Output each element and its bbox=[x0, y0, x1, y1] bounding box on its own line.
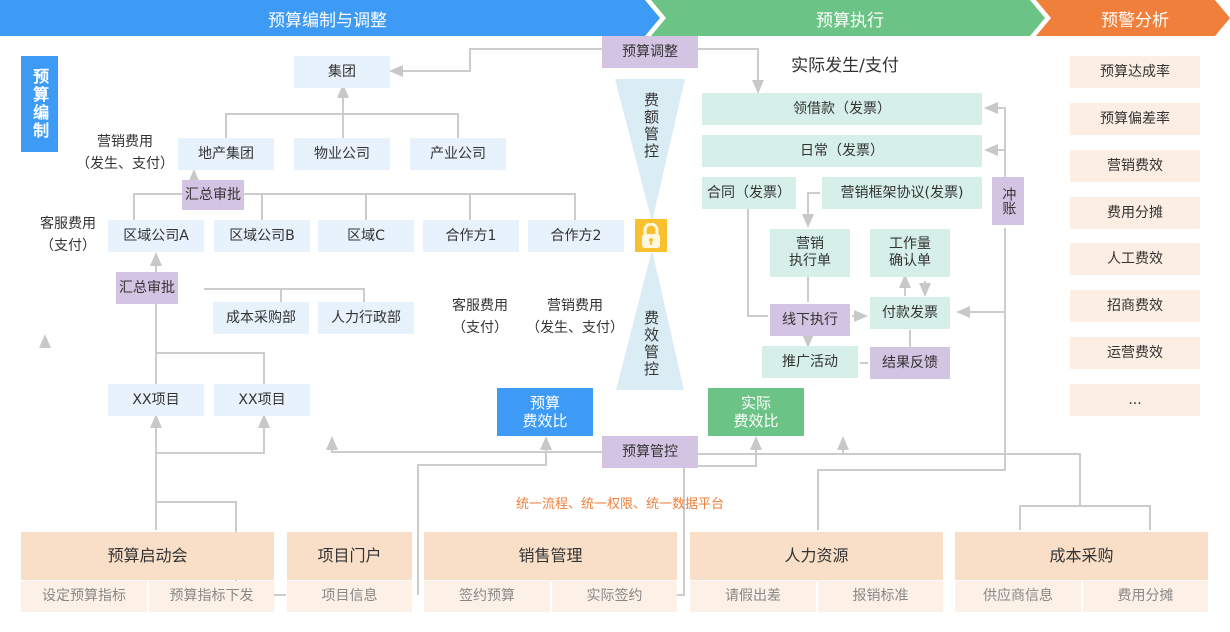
node-industry[interactable]: 产业公司 bbox=[410, 138, 506, 170]
alert-item[interactable]: 预算偏差率 bbox=[1070, 103, 1200, 135]
exec-payment-invoice[interactable]: 付款发票 bbox=[870, 297, 950, 329]
execution-title: 实际发生/支付 bbox=[791, 56, 899, 76]
marketing-cost-note: 营销费用 （发生、支付） bbox=[76, 134, 174, 172]
module-sub-item[interactable]: 设定预算指标 bbox=[21, 581, 147, 612]
node-group[interactable]: 集团 bbox=[294, 56, 390, 88]
module-sub-item[interactable]: 签约预算 bbox=[424, 581, 550, 612]
exec-promotion[interactable]: 推广活动 bbox=[762, 346, 858, 378]
connector-contract-to-offline bbox=[747, 209, 768, 317]
stage-compile[interactable]: 预算编制与调整 bbox=[268, 10, 387, 31]
connector-projects-bar bbox=[156, 352, 265, 386]
module-human-resources[interactable]: 人力资源 bbox=[690, 532, 943, 580]
module-sub-item[interactable]: 费用分摊 bbox=[1083, 581, 1208, 612]
compile-side-label: 预算编制 bbox=[21, 56, 58, 152]
exec-marketing-order[interactable]: 营销 执行单 bbox=[770, 229, 850, 277]
service-cost-note: 客服费用 （支付） bbox=[40, 216, 96, 254]
lock-icon[interactable] bbox=[635, 219, 667, 252]
connector-control-left bbox=[326, 436, 602, 453]
connector-offset-to-loan bbox=[984, 102, 1006, 196]
exec-contract[interactable]: 合同（发票） bbox=[702, 177, 796, 209]
module-sub-item[interactable]: 项目信息 bbox=[287, 581, 412, 612]
unified-platform-note: 统一流程、统一权限、统一数据平台 bbox=[515, 497, 724, 512]
exec-daily[interactable]: 日常（发票） bbox=[702, 135, 982, 167]
alert-item[interactable]: 运营费效 bbox=[1070, 337, 1200, 369]
alert-item[interactable]: 营销费效 bbox=[1070, 150, 1200, 182]
exec-feedback[interactable]: 结果反馈 bbox=[870, 347, 950, 379]
stage-alert[interactable]: 预警分析 bbox=[1101, 10, 1169, 31]
connector-level3-bar bbox=[133, 193, 576, 222]
connector-bottom-to-project-b bbox=[156, 414, 270, 454]
node-partner-1[interactable]: 合作方1 bbox=[423, 220, 519, 252]
node-project-a[interactable]: XX项目 bbox=[108, 384, 204, 416]
exec-framework-agreement[interactable]: 营销框架协议(发票) bbox=[822, 177, 982, 209]
node-hr-admin[interactable]: 人力行政部 bbox=[318, 302, 414, 334]
exec-offline[interactable]: 线下执行 bbox=[770, 304, 850, 336]
node-region-b[interactable]: 区域公司B bbox=[214, 220, 310, 252]
alert-item[interactable]: 人工费效 bbox=[1070, 243, 1200, 275]
alert-item[interactable]: 预算达成率 bbox=[1070, 56, 1200, 88]
node-cost-procurement[interactable]: 成本采购部 bbox=[213, 302, 309, 334]
actual-efficiency-ratio[interactable]: 实际 费效比 bbox=[708, 388, 804, 436]
connector-dept-bar bbox=[204, 288, 365, 302]
module-budget-kickoff[interactable]: 预算启动会 bbox=[21, 532, 274, 580]
mid-service-note: 客服费用 （支付） bbox=[452, 298, 508, 336]
alert-item[interactable]: 费用分摊 bbox=[1070, 197, 1200, 229]
stage-banner-compile-shape bbox=[0, 0, 660, 36]
node-project-b[interactable]: XX项目 bbox=[214, 384, 310, 416]
node-region-c[interactable]: 区域C bbox=[318, 220, 414, 252]
lock-glyph bbox=[642, 222, 660, 248]
exec-loan[interactable]: 领借款（发票） bbox=[702, 93, 982, 125]
connector-cost-bar bbox=[1080, 505, 1151, 530]
module-cost-procurement[interactable]: 成本采购 bbox=[955, 532, 1208, 580]
module-sub-item[interactable]: 实际签约 bbox=[552, 581, 677, 612]
connector-adjust-to-loan bbox=[698, 48, 764, 94]
amount-control-label: 费额管控 bbox=[642, 92, 660, 160]
connector-adjust-to-group bbox=[389, 48, 602, 77]
stage-execute[interactable]: 预算执行 bbox=[816, 10, 884, 31]
node-region-a[interactable]: 区域公司A bbox=[108, 220, 204, 252]
connector-level3-drops bbox=[261, 194, 471, 222]
approval-summary-2[interactable]: 汇总审批 bbox=[116, 272, 178, 304]
node-partner-2[interactable]: 合作方2 bbox=[528, 220, 624, 252]
connector-sales-to-budget-ratio bbox=[417, 436, 552, 595]
stage-banner-execute-shape bbox=[651, 0, 1045, 36]
module-sub-item[interactable]: 请假出差 bbox=[690, 581, 816, 612]
budget-control[interactable]: 预算管控 bbox=[602, 436, 698, 468]
budget-adjust[interactable]: 预算调整 bbox=[602, 36, 698, 68]
node-real-estate[interactable]: 地产集团 bbox=[178, 138, 274, 170]
alert-item[interactable]: 招商费效 bbox=[1070, 290, 1200, 322]
stage-banner-alert-shape bbox=[1036, 0, 1230, 36]
budget-efficiency-ratio[interactable]: 预算 费效比 bbox=[497, 388, 593, 436]
exec-workload-confirm[interactable]: 工作量 确认单 bbox=[870, 229, 950, 277]
node-property[interactable]: 物业公司 bbox=[294, 138, 390, 170]
module-sub-item[interactable]: 供应商信息 bbox=[955, 581, 1081, 612]
module-project-portal[interactable]: 项目门户 bbox=[287, 532, 412, 580]
module-sub-item[interactable]: 报销标准 bbox=[818, 581, 943, 612]
connector-hr-to-offset bbox=[817, 228, 1006, 530]
approval-summary-1[interactable]: 汇总审批 bbox=[182, 180, 244, 210]
module-sub-item[interactable]: 预算指标下发 bbox=[149, 581, 274, 612]
efficiency-control-label: 费效管控 bbox=[642, 310, 660, 378]
exec-offset[interactable]: 冲账 bbox=[992, 177, 1024, 225]
module-sales-management[interactable]: 销售管理 bbox=[424, 532, 677, 580]
stage-banner-shapes bbox=[0, 0, 1230, 36]
connector-framework-to-order bbox=[802, 192, 820, 228]
mid-marketing-note: 营销费用 （发生、支付） bbox=[526, 298, 624, 336]
alert-item-more[interactable]: ... bbox=[1070, 384, 1200, 416]
